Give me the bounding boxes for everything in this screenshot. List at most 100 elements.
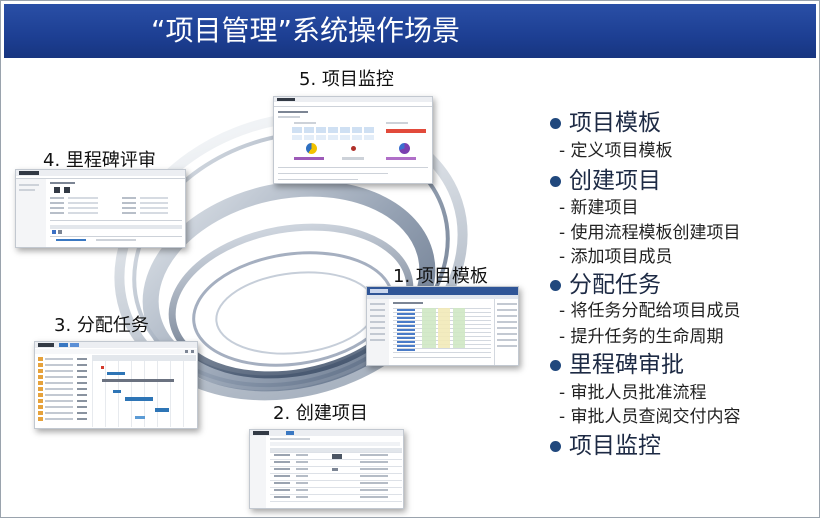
thumb-text-line bbox=[96, 239, 136, 241]
swirl-ring-middle bbox=[142, 180, 436, 392]
thumb-gantt-bar bbox=[135, 416, 145, 419]
bullet-icon bbox=[550, 280, 561, 291]
thumb-logo bbox=[370, 289, 388, 293]
thumb-form-values bbox=[68, 197, 98, 217]
thumb-highlight-column bbox=[422, 308, 436, 348]
thumb-status-tiles bbox=[292, 135, 376, 140]
thumb-row-line bbox=[393, 357, 491, 358]
thumb-pie-chart bbox=[306, 143, 317, 154]
thumb-progress-bar bbox=[294, 157, 324, 160]
thumb-sidebar bbox=[250, 436, 266, 508]
thumb-logo bbox=[277, 98, 295, 101]
step-label-monitor: 5. 项目监控 bbox=[299, 69, 394, 90]
thumb-highlight-column bbox=[453, 308, 465, 348]
thumb-text-line bbox=[278, 116, 300, 118]
thumb-nav-line bbox=[16, 178, 185, 179]
thumb-toolbar bbox=[270, 442, 400, 446]
thumb-pie-chart bbox=[399, 143, 410, 154]
thumb-header-bar bbox=[16, 170, 185, 176]
bullet-icon bbox=[550, 360, 561, 371]
thumb-create-project bbox=[249, 429, 404, 509]
thumb-panel-lines bbox=[497, 303, 517, 348]
thumb-form-title bbox=[50, 182, 75, 184]
list-item: - 新建项目 bbox=[559, 198, 639, 218]
thumb-right-panel bbox=[494, 299, 518, 365]
thumb-link-column bbox=[397, 309, 415, 353]
thumb-sidebar-lines bbox=[370, 303, 385, 343]
thumb-panel-title bbox=[294, 122, 316, 124]
thumb-header-bar bbox=[274, 97, 432, 102]
thumb-toolbar-icon bbox=[191, 350, 194, 353]
page-title: “项目管理”系统操作场景 bbox=[151, 14, 461, 47]
thumb-panel-title bbox=[386, 122, 408, 124]
thumb-table-header bbox=[270, 448, 402, 452]
thumb-gantt-bar bbox=[125, 397, 153, 401]
swirl-ring-inner bbox=[168, 223, 414, 379]
thumb-gantt-summary-bar bbox=[102, 379, 174, 382]
thumb-tree-icons bbox=[38, 357, 43, 423]
list-item: - 定义项目模板 bbox=[559, 141, 673, 161]
thumb-gantt-bar bbox=[107, 372, 125, 375]
thumb-form-labels bbox=[50, 197, 64, 217]
thumb-toolbar bbox=[35, 349, 197, 354]
thumb-milestone-review bbox=[15, 169, 186, 248]
thumb-table-title bbox=[393, 302, 423, 304]
thumb-logo bbox=[19, 171, 39, 175]
list-item: - 将任务分配给项目成员 bbox=[559, 301, 741, 321]
thumb-link-line bbox=[56, 239, 86, 241]
step-label-milestone: 4. 里程碑评审 bbox=[43, 150, 156, 171]
thumb-row-icon bbox=[332, 468, 338, 471]
list-item: - 审批人员批准流程 bbox=[559, 383, 707, 403]
thumb-form-icon bbox=[54, 187, 60, 193]
thumb-project-template bbox=[366, 286, 519, 366]
thumb-logo bbox=[253, 431, 269, 435]
thumb-toolbar-icon bbox=[58, 230, 62, 234]
thumb-gantt-bar bbox=[155, 408, 169, 412]
step-label-template: 1. 项目模板 bbox=[393, 266, 488, 287]
thumb-table-header bbox=[50, 225, 182, 229]
thumb-header-bar bbox=[250, 430, 403, 436]
thumb-pie-chart bbox=[351, 146, 356, 151]
thumb-row-line bbox=[278, 179, 358, 180]
header-band: “项目管理”系统操作场景 bbox=[4, 4, 816, 58]
thumb-status-tiles bbox=[292, 127, 376, 133]
list-heading-template: 项目模板 bbox=[569, 110, 661, 136]
list-item: - 提升任务的生命周期 bbox=[559, 327, 724, 347]
list-heading-milestone: 里程碑审批 bbox=[569, 352, 684, 378]
thumb-toolbar-icon bbox=[52, 230, 56, 234]
list-heading-create: 创建项目 bbox=[569, 168, 661, 194]
thumb-project-monitor bbox=[273, 96, 433, 184]
thumb-breadcrumb bbox=[270, 438, 310, 440]
thumb-row-line bbox=[50, 236, 182, 237]
thumb-row-line bbox=[278, 173, 388, 174]
thumb-header-bar bbox=[35, 342, 197, 348]
thumb-gantt-marker bbox=[101, 366, 104, 369]
thumb-alert-bar bbox=[386, 129, 426, 133]
thumb-sidebar-line bbox=[19, 184, 39, 186]
thumb-form-icon bbox=[64, 187, 70, 193]
thumb-logo bbox=[38, 343, 54, 347]
thumb-sidebar-line bbox=[19, 189, 35, 191]
bullet-icon bbox=[550, 441, 561, 452]
thumb-progress-bar bbox=[342, 157, 364, 160]
thumb-tree-status bbox=[77, 358, 87, 424]
thumb-column-text bbox=[274, 454, 290, 502]
thumb-highlight-column bbox=[438, 308, 450, 348]
thumb-row-icon bbox=[332, 454, 342, 459]
step-label-create: 2. 创建项目 bbox=[273, 403, 368, 424]
list-heading-monitor: 项目监控 bbox=[569, 433, 661, 459]
thumb-toolbar-icon bbox=[185, 350, 188, 353]
list-item: - 使用流程模板创建项目 bbox=[559, 223, 741, 243]
thumb-row-line bbox=[278, 167, 428, 168]
thumb-tab bbox=[70, 343, 79, 347]
list-item: - 审批人员查阅交付内容 bbox=[559, 407, 741, 427]
thumb-text-line bbox=[278, 111, 308, 113]
bullet-icon bbox=[550, 176, 561, 187]
thumb-gantt-bar bbox=[113, 390, 121, 393]
thumb-column-text bbox=[296, 454, 308, 502]
list-heading-assign: 分配任务 bbox=[569, 272, 661, 298]
list-item: - 添加项目成员 bbox=[559, 247, 673, 267]
thumb-header-bar bbox=[367, 287, 518, 295]
